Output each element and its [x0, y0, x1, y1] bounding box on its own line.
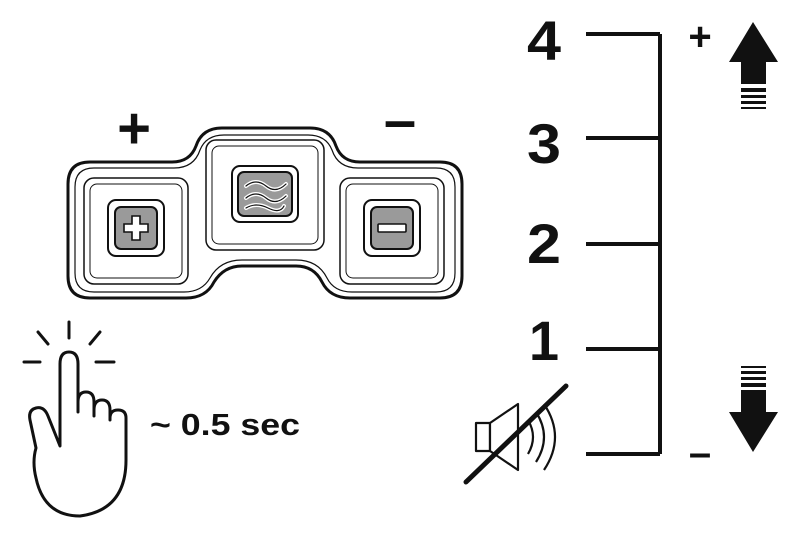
plus-button[interactable]: [107, 199, 165, 257]
plus-label: +: [117, 96, 151, 161]
volume-scale: 4 3 2 1 + –: [463, 9, 778, 485]
remote-inner-outline: [74, 134, 456, 293]
minus-icon: [377, 223, 407, 233]
minus-label: –: [384, 88, 416, 153]
plus-icon: [123, 215, 149, 241]
tapping-hand-icon: [22, 320, 128, 518]
tap-duration-label: ~ 0.5 sec: [150, 407, 300, 442]
level-label-3: 3: [527, 112, 561, 175]
minus-button[interactable]: [363, 199, 421, 257]
level-label-4: 4: [527, 9, 561, 72]
remote-control: + –: [66, 88, 464, 300]
down-minus-label: –: [689, 431, 711, 475]
level-label-1: 1: [529, 309, 559, 372]
arrow-up-icon: [729, 22, 778, 109]
center-button[interactable]: [231, 165, 299, 223]
speaker-muted-icon: [463, 383, 569, 485]
up-plus-label: +: [688, 15, 711, 59]
level-label-2: 2: [527, 212, 561, 275]
arrow-down-icon: [729, 366, 778, 452]
